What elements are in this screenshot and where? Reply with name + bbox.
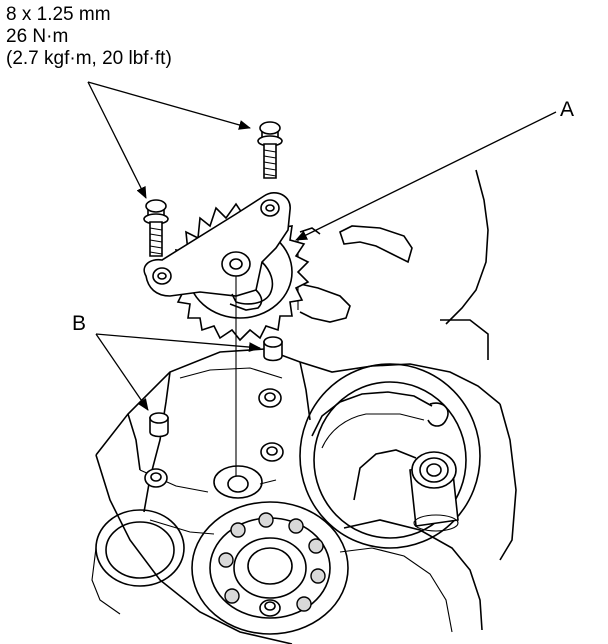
callout-a-label: A	[560, 98, 575, 121]
torque-leader-lines	[87, 81, 251, 199]
left-seal-ring	[91, 509, 185, 615]
torque-alt-label: (2.7 kgf·m, 20 lbf·ft)	[6, 48, 172, 69]
gear-cover-plate	[143, 192, 291, 311]
torque-nm-label: 26 N·m	[6, 26, 69, 47]
callout-b-label: B	[72, 312, 87, 335]
flange-bolt-right	[257, 121, 283, 179]
bolt-size-label: 8 x 1.25 mm	[6, 4, 111, 25]
callout-b-leader	[95, 333, 261, 411]
upper-housing-outline	[297, 169, 489, 360]
callout-a-leader	[295, 111, 557, 241]
flange-bolt-left	[143, 199, 169, 257]
right-shaft	[409, 451, 459, 532]
crankshaft-bearing	[191, 501, 349, 635]
engine-block-casting	[95, 348, 517, 644]
dowel-pin-left	[149, 412, 169, 438]
lower-bolt-boss	[259, 599, 281, 617]
block-bosses	[144, 388, 284, 499]
pump-bore	[299, 363, 481, 549]
dowel-pin-right	[263, 336, 283, 362]
